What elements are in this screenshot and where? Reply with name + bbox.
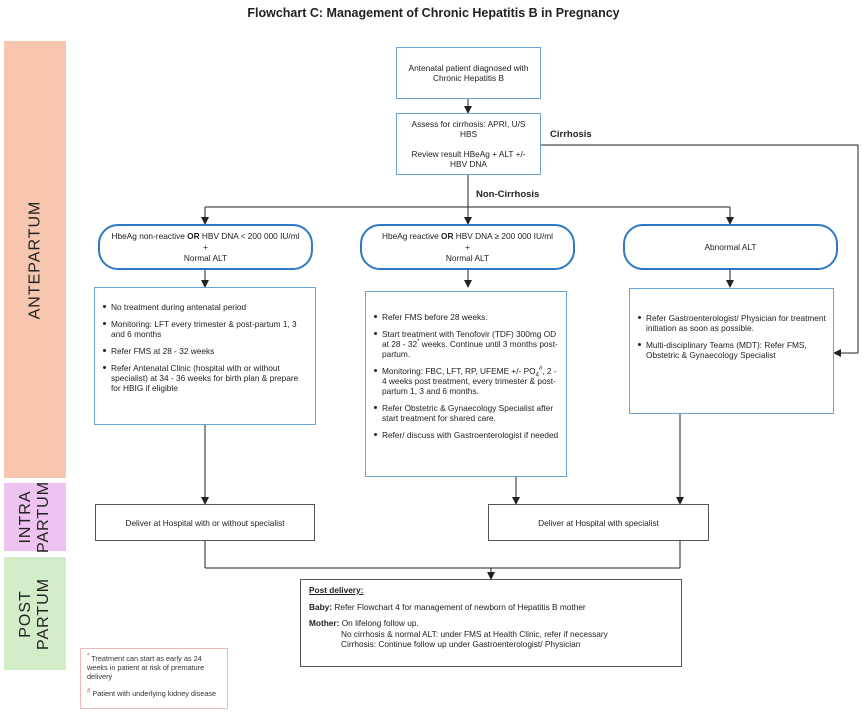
left-action-item: Refer Antenatal Clinic (hospital with or… — [103, 363, 309, 393]
start-text: Antenatal patient diagnosed with Chronic… — [408, 63, 529, 83]
post-delivery-box: Post delivery: Baby: Refer Flowchart 4 f… — [300, 579, 682, 667]
middle-action-treatment-b: weeks. Continue until 3 months post-part… — [382, 339, 558, 359]
middle-action-refer-fms: Refer FMS before 28 weeks. — [382, 312, 488, 322]
middle-action-item: Refer/ discuss with Gastroenterologist i… — [374, 430, 560, 440]
middle-action-item: Refer FMS before 28 weeks. — [374, 312, 560, 322]
branch-middle-alt: Normal ALT — [445, 252, 490, 263]
left-action-item: Monitoring: LFT every trimester & post-p… — [103, 319, 309, 339]
branch-left-plus: + — [203, 241, 208, 252]
footnote-hash-text: Patient with underlying kidney disease — [90, 689, 217, 698]
branch-middle-pre: HbeAg reactive — [381, 230, 442, 241]
phase-intrapartum: INTRA PARTUM — [4, 481, 66, 553]
phase-postpartum: POST PARTUM — [4, 557, 66, 670]
branch-left-criteria: HbeAg non-reactive OR HBV DNA < 200 000 … — [98, 224, 313, 270]
left-action-item: No treatment during antenatal period — [103, 302, 309, 312]
right-action-item: Refer Gastroenterologist/ Physician for … — [638, 313, 827, 333]
cirrhosis-route — [533, 144, 859, 353]
left-action-item: Refer FMS at 28 - 32 weeks — [103, 346, 309, 356]
assess-box: Assess for cirrhosis: APRI, U/S HBS Revi… — [396, 113, 541, 175]
post-mother-label: Mother: — [309, 618, 340, 628]
branch-left-alt: Normal ALT — [183, 252, 228, 263]
post-mother-cirrhosis: Cirrhosis: Continue follow up under Gast… — [341, 639, 581, 649]
middle-action-monitor-b: , 2 - 4 weeks post treatment, every trim… — [382, 366, 557, 396]
middle-action-item: Start treatment with Tenofovir (TDF) 300… — [374, 329, 560, 359]
footnote-hash-mark: # — [87, 688, 91, 695]
branch-middle-criteria: HbeAg reactive OR HBV DNA ≥ 200 000 IU/m… — [360, 224, 575, 270]
branch-middle-post: HBV DNA ≥ 200 000 IU/ml — [453, 230, 554, 241]
assess-review-text: Review result HBeAg + ALT +/- HBV DNA — [411, 149, 526, 169]
middle-action-obstetric: Refer Obstetric & Gynaecology Specialist… — [382, 403, 554, 423]
delivery-right-text: Deliver at Hospital with specialist — [538, 517, 659, 528]
delivery-right-box: Deliver at Hospital with specialist — [488, 504, 709, 541]
branch-left-post: HBV DNA < 200 000 IU/ml — [199, 230, 300, 241]
branch-middle-or: OR — [441, 230, 454, 241]
post-delivery-heading: Post delivery: — [309, 585, 364, 595]
branch-right-criteria: Abnormal ALT — [623, 224, 838, 270]
branch-left-or: OR — [187, 230, 200, 241]
middle-actions-box: Refer FMS before 28 weeks. Start treatme… — [365, 291, 567, 477]
middle-action-monitor-sup: # — [538, 366, 543, 373]
post-baby-text: Refer Flowchart 4 for management of newb… — [332, 601, 586, 612]
assess-cirrhosis-text: Assess for cirrhosis: APRI, U/S HBS — [411, 119, 526, 139]
delivery-left-text: Deliver at Hospital with or without spec… — [125, 517, 285, 528]
start-box: Antenatal patient diagnosed with Chronic… — [396, 47, 541, 99]
middle-action-item: Monitoring: FBC, LFT, RP, UFEME +/- PO4#… — [374, 366, 560, 396]
footnotes-box: * Treatment can start as early as 24 wee… — [80, 648, 228, 709]
footnote-star: * Treatment can start as early as 24 wee… — [87, 654, 221, 681]
middle-action-treatment-a: Start treatment with Tenofovir (TDF) 300… — [382, 329, 557, 349]
middle-action-treatment-sup: * — [417, 339, 420, 346]
delivery-left-box: Deliver at Hospital with or without spec… — [95, 504, 315, 541]
middle-action-item: Refer Obstetric & Gynaecology Specialist… — [374, 403, 560, 423]
branch-middle-plus: + — [465, 241, 470, 252]
post-mother-text: On lifelong follow up. — [339, 618, 419, 628]
left-actions-box: No treatment during antenatal period Mon… — [94, 287, 316, 425]
footnote-star-mark: * — [87, 653, 90, 660]
footnote-star-text: Treatment can start as early as 24 weeks… — [87, 654, 205, 681]
page-title: Flowchart C: Management of Chronic Hepat… — [247, 6, 620, 20]
edge-label-non-cirrhosis: Non-Cirrhosis — [476, 189, 540, 200]
right-actions-box: Refer Gastroenterologist/ Physician for … — [629, 288, 834, 414]
middle-action-monitor-a: Monitoring: FBC, LFT, RP, UFEME +/- PO — [382, 366, 536, 376]
middle-action-gastro: Refer/ discuss with Gastroenterologist i… — [382, 430, 559, 440]
branch-right-label: Abnormal ALT — [704, 241, 757, 252]
edge-label-cirrhosis: Cirrhosis — [550, 129, 592, 140]
right-action-item: Multi-disciplinary Teams (MDT): Refer FM… — [638, 340, 827, 360]
phase-antepartum: ANTEPARTUM — [4, 41, 66, 478]
footnote-hash: # Patient with underlying kidney disease — [87, 689, 221, 698]
post-mother-no-cirrhosis: No cirrhosis & normal ALT: under FMS at … — [341, 628, 608, 639]
branch-left-pre: HbeAg non-reactive — [111, 230, 188, 241]
post-baby-label: Baby: — [309, 601, 333, 612]
